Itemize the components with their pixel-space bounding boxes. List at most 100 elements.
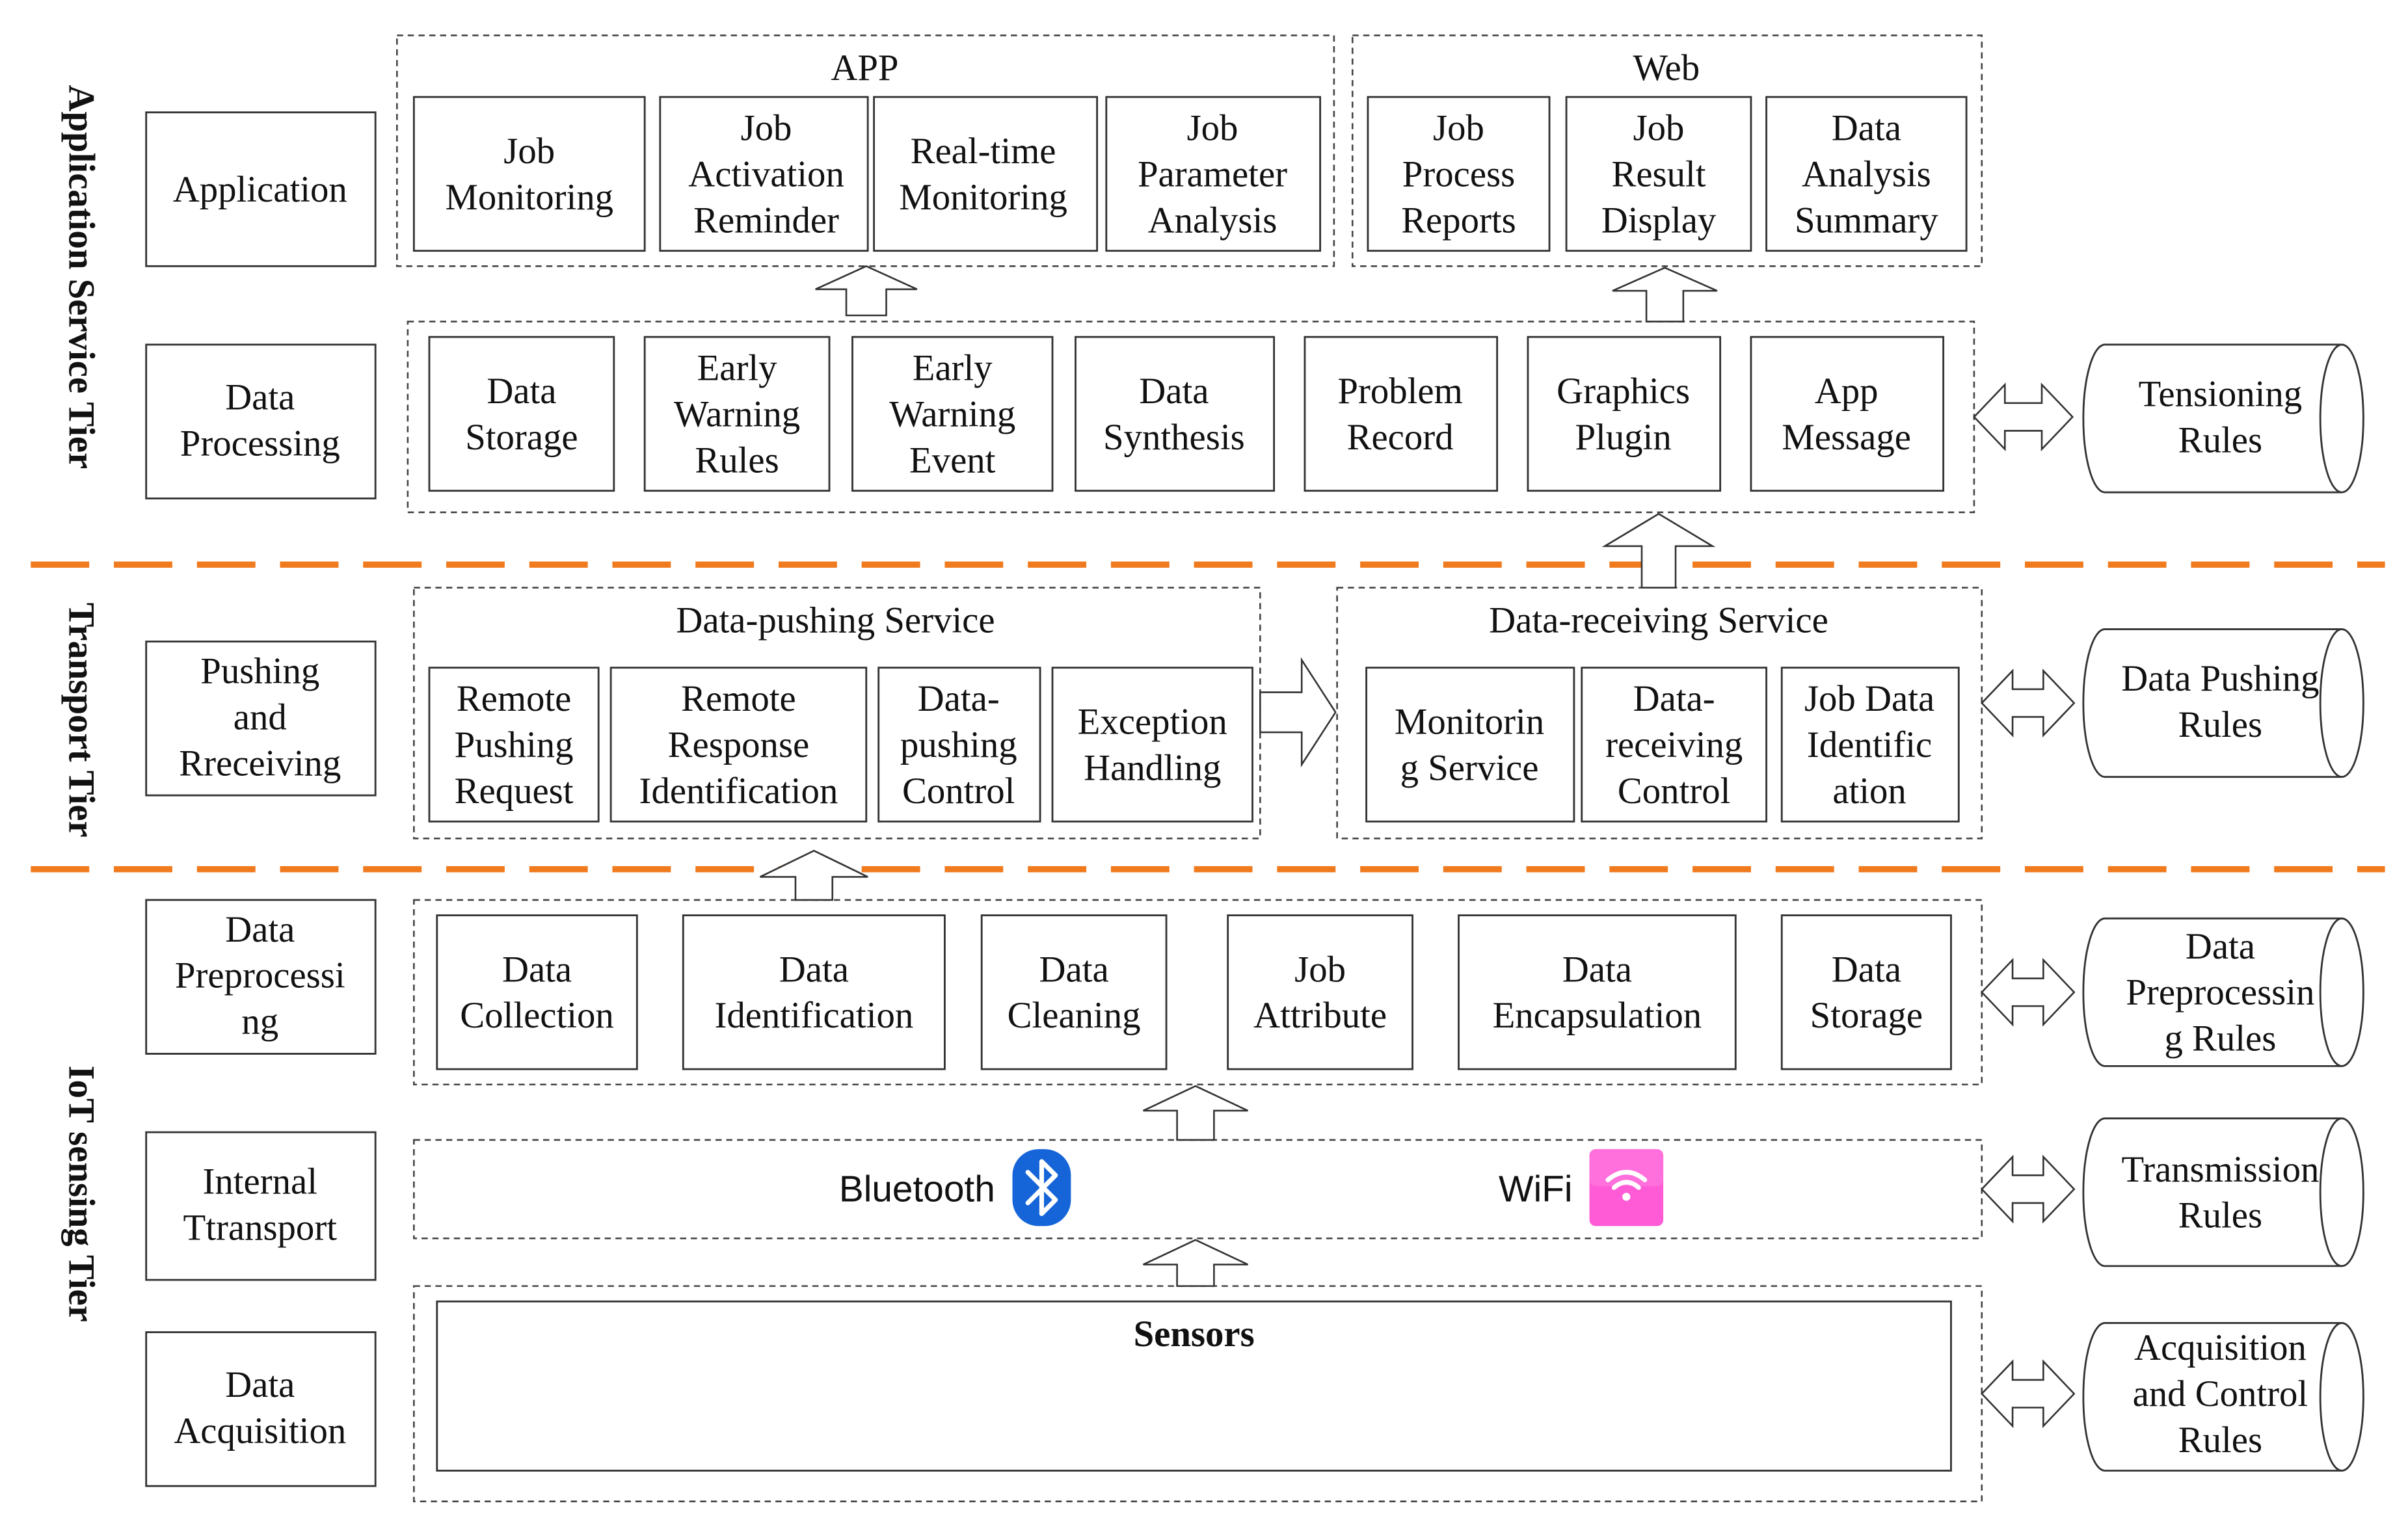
label-line: Preprocessin [2126, 972, 2314, 1013]
label-line: Rules [2178, 704, 2262, 745]
label-line: Storage [465, 417, 578, 458]
label-line: Identification [714, 995, 913, 1036]
label-line: Job [1633, 107, 1685, 148]
up-arrow [759, 849, 868, 901]
label-line: Handling [1084, 747, 1221, 788]
tier-label-application-service: Application Service Tier [60, 85, 101, 469]
layer-label: Application [173, 169, 347, 210]
label-line: Job [1294, 949, 1346, 990]
label-line: receiving [1605, 724, 1743, 765]
label-line: Record [1347, 417, 1454, 458]
label-line: Monitoring [445, 177, 613, 218]
label-line: Data [779, 949, 849, 990]
app-group [395, 34, 1335, 267]
label-line: pushing [900, 724, 1017, 765]
label-line: Data [487, 371, 556, 412]
label-line: Rules [2178, 1195, 2262, 1236]
label-line: Early [697, 347, 778, 388]
label-line: Plugin [1575, 417, 1671, 458]
label-line: Reminder [693, 200, 839, 241]
app-group-title: APP [831, 47, 898, 88]
label-line: Message [1782, 417, 1911, 458]
internal-transport-group [413, 1139, 1983, 1239]
up-arrow [1612, 267, 1718, 323]
label-line: Data [1562, 949, 1632, 990]
label-line: Data- [1633, 678, 1715, 719]
data-pushing-service-title: Data-pushing Service [676, 600, 995, 641]
label-line: Data [225, 909, 295, 950]
label-line: Data [502, 949, 572, 990]
label-line: Summary [1795, 200, 1938, 241]
double-arrow [1980, 1154, 2076, 1224]
data-preprocessing-group [413, 899, 1983, 1086]
right-arrow [1259, 657, 1337, 768]
label-line: Rules [695, 440, 779, 481]
data-receiving-service-title: Data-receiving Service [1489, 600, 1828, 641]
label-line: Data [1139, 371, 1209, 412]
label-line: Remote [457, 678, 572, 719]
label-line: Rules [2178, 1420, 2262, 1461]
label-line: Rreceiving [179, 743, 341, 784]
label-line: Storage [1810, 995, 1923, 1036]
label-line: Display [1601, 200, 1717, 241]
label-line: Result [1611, 153, 1706, 194]
label-line: Preprocessi [175, 955, 345, 996]
web-group-title: Web [1633, 47, 1700, 88]
label-line: Processing [180, 423, 340, 464]
label-line: Request [455, 771, 574, 812]
label-line: Warning [674, 393, 800, 434]
label-line: ng [241, 1001, 278, 1042]
label-line: Ttransport [183, 1208, 338, 1249]
tier-label-iot-sensing: IoT sensing Tier [60, 1066, 101, 1322]
sensors-box [436, 1300, 1952, 1472]
label-line: Acquisition [2134, 1327, 2307, 1368]
label-line: Data [1832, 107, 1901, 148]
label-line: Data [225, 1364, 295, 1405]
label-line: Real-time [911, 131, 1056, 172]
tier-label-transport: Transport Tier [60, 603, 101, 838]
label-line: App [1815, 371, 1879, 412]
label-line: Job [1433, 107, 1484, 148]
label-line: Synthesis [1103, 417, 1245, 458]
label-line: Pushing [200, 650, 319, 691]
label-line: Process [1402, 153, 1515, 194]
label-line: Activation [688, 153, 844, 194]
label-line: Data [2186, 926, 2255, 967]
